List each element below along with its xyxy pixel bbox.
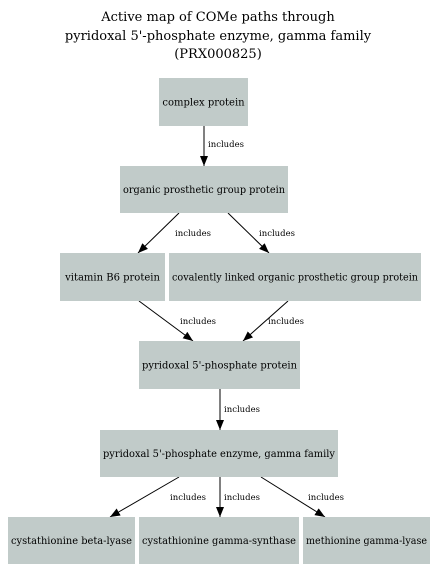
edge-organic-prosthetic-group-protein-to-vitamin-b6-protein: includes: [137, 212, 211, 254]
edge-arrow: [137, 212, 180, 254]
node-covalently-linked-organic-prosthetic-group-protein[interactable]: covalently linked organic prosthetic gro…: [169, 253, 421, 301]
edge-arrow: [260, 476, 326, 518]
node-label: organic prosthetic group protein: [123, 185, 286, 196]
node-cystathionine-beta-lyase[interactable]: cystathionine beta-lyase: [8, 517, 135, 564]
node-label: methionine gamma-lyase: [306, 536, 427, 547]
node-box[interactable]: [8, 517, 135, 564]
title-line-1: Active map of COMe paths through: [100, 10, 335, 25]
node-label: complex protein: [162, 98, 245, 109]
node-box[interactable]: [100, 430, 338, 477]
node-box[interactable]: [139, 517, 299, 564]
node-cystathionine-gamma-synthase[interactable]: cystathionine gamma-synthase: [139, 517, 299, 564]
edge-label: includes: [308, 493, 344, 503]
node-label: pyridoxal 5'-phosphate enzyme, gamma fam…: [103, 449, 335, 460]
node-label: vitamin B6 protein: [64, 273, 160, 284]
title-line-2: pyridoxal 5'-phosphate enzyme, gamma fam…: [65, 29, 372, 44]
nodes-layer: complex protein organic prosthetic group …: [8, 78, 430, 564]
edge-label: includes: [208, 140, 244, 150]
edge-label: includes: [224, 493, 260, 503]
edge-label: includes: [268, 317, 304, 327]
edge-arrow: [109, 476, 180, 518]
node-label: pyridoxal 5'-phosphate protein: [142, 361, 298, 372]
node-box[interactable]: [139, 341, 300, 389]
node-complex-protein[interactable]: complex protein: [159, 78, 248, 126]
edge-label: includes: [175, 229, 211, 239]
diagram-title: Active map of COMe paths through pyridox…: [65, 10, 372, 62]
edge-arrow: [242, 300, 289, 342]
edge-pyridoxal-5-phosphate-protein-to-pyridoxal-5-phosphate-enzyme-gamma-family: includes: [216, 389, 260, 430]
edge-arrow: [227, 212, 270, 254]
node-methionine-gamma-lyase[interactable]: methionine gamma-lyase: [303, 517, 430, 564]
edge-label: includes: [224, 405, 260, 415]
node-label: covalently linked organic prosthetic gro…: [172, 273, 419, 284]
edge-label: includes: [180, 317, 216, 327]
node-box[interactable]: [303, 517, 430, 564]
node-pyridoxal-5-phosphate-protein[interactable]: pyridoxal 5'-phosphate protein: [139, 341, 300, 389]
node-vitamin-b6-protein[interactable]: vitamin B6 protein: [60, 253, 165, 301]
node-box[interactable]: [60, 253, 165, 301]
edge-pyridoxal-5-phosphate-enzyme-gamma-family-to-cystathionine-gamma-synthase: includes: [216, 477, 260, 517]
node-label: cystathionine beta-lyase: [11, 536, 132, 547]
edge-arrow: [138, 300, 194, 342]
edge-complex-protein-to-organic-prosthetic-group-protein: includes: [200, 126, 244, 166]
edge-pyridoxal-5-phosphate-enzyme-gamma-family-to-methionine-gamma-lyase: includes: [260, 476, 344, 518]
node-box[interactable]: [120, 166, 288, 213]
node-pyridoxal-5-phosphate-enzyme-gamma-family[interactable]: pyridoxal 5'-phosphate enzyme, gamma fam…: [100, 430, 338, 477]
node-label: cystathionine gamma-synthase: [142, 536, 296, 547]
edge-organic-prosthetic-group-protein-to-covalently-linked-organic-prosthetic-group-protein: includes: [227, 212, 295, 254]
edge-label: includes: [259, 229, 295, 239]
node-box[interactable]: [169, 253, 421, 301]
edge-covalently-linked-organic-prosthetic-group-protein-to-pyridoxal-5-phosphate-protein: includes: [242, 300, 304, 342]
edge-pyridoxal-5-phosphate-enzyme-gamma-family-to-cystathionine-beta-lyase: includes: [109, 476, 206, 518]
edge-label: includes: [170, 493, 206, 503]
node-box[interactable]: [159, 78, 248, 126]
title-line-3: (PRX000825): [174, 47, 262, 62]
edge-vitamin-b6-protein-to-pyridoxal-5-phosphate-protein: includes: [138, 300, 216, 342]
node-organic-prosthetic-group-protein[interactable]: organic prosthetic group protein: [120, 166, 288, 213]
edges-layer: includes includes includes includes includes…: [109, 126, 344, 518]
